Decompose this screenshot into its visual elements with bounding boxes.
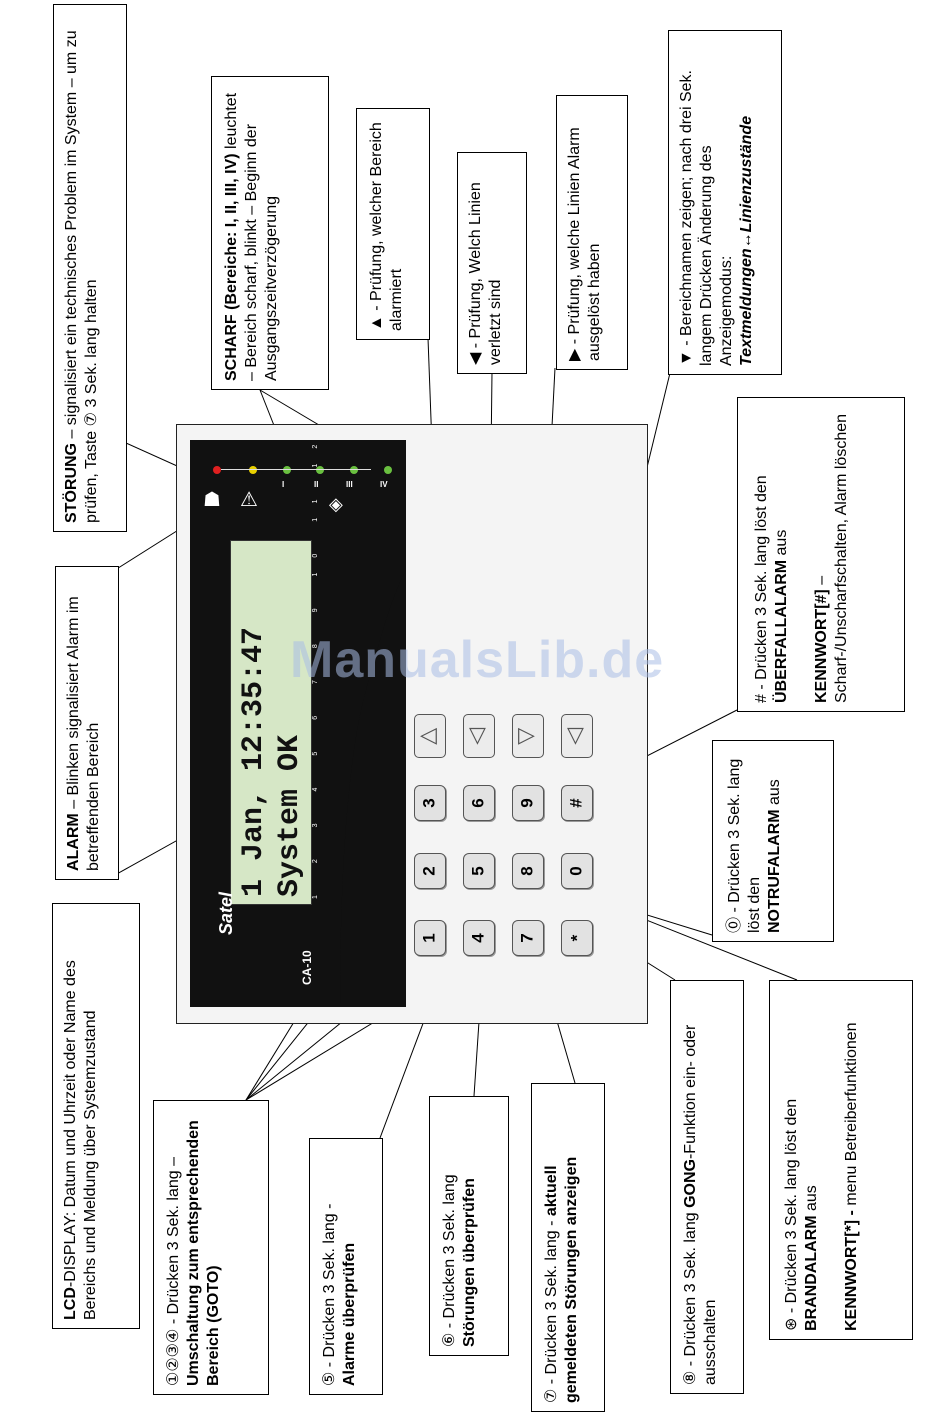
- trouble-led-yellow: [249, 466, 257, 474]
- callout-hash: # - Drücken 3 Sek. lang löst den ÜBERFAL…: [737, 397, 905, 712]
- callout-six: ⑥ - Drücken 3 Sek. lang Störungen überpr…: [429, 1096, 509, 1356]
- six-text: ⑥ - Drücken 3 Sek. lang: [441, 1174, 458, 1347]
- lcd-line-2: System OK: [273, 734, 307, 897]
- arrow-up-icon: ◁: [420, 722, 437, 747]
- key-5[interactable]: 5: [463, 853, 495, 889]
- partition-label-4: IV: [380, 480, 388, 489]
- key-6[interactable]: 6: [463, 785, 495, 821]
- partition-led-2: [316, 466, 324, 474]
- key-2[interactable]: 2: [414, 853, 446, 889]
- hash-alarm: ÜBERFALLALARM: [773, 559, 790, 703]
- callout-goto: ①②③④ - Drücken 3 Sek. lang – Umschaltung…: [153, 1100, 269, 1395]
- hash-text: # - Drücken 3 Sek. lang löst den: [753, 475, 770, 703]
- key-4[interactable]: 4: [463, 920, 495, 956]
- callout-five: ⑤ - Drücken 3 Sek. lang - Alarme überprü…: [309, 1138, 383, 1395]
- callout-key-down: ▼ - Bereichnamen zeigen; nach drei Sek. …: [668, 30, 782, 375]
- hash-password: KENNWORT[#]: [813, 589, 830, 703]
- eight-title: GONG: [682, 1159, 699, 1208]
- trouble-icon: ⚠: [240, 489, 258, 511]
- callout-lcd: LCD-DISPLAY: Datum und Uhrzeit oder Name…: [52, 903, 140, 1329]
- five-title: Alarme überprüfen: [341, 1242, 358, 1386]
- callout-zero: ⓪ - Drücken 3 Sek. lang löst den NOTRUFA…: [712, 740, 834, 942]
- seven-text: ⑦ - Drücken 3 Sek. lang -: [543, 1216, 560, 1403]
- alarm-title: ALARM: [65, 813, 82, 871]
- key-7[interactable]: 7: [512, 920, 544, 956]
- key-star[interactable]: *: [561, 920, 593, 956]
- watermark: ManualsLib.de: [290, 631, 665, 689]
- key-up-text: ▲ - Prüfung, welcher Bereich alarmiert: [368, 122, 405, 331]
- partition-led-3: [350, 466, 358, 474]
- key-down[interactable]: [561, 714, 593, 758]
- callout-alarm: ALARM – Blinken signalisiert Alarm im be…: [55, 566, 119, 880]
- partition-label-2: II: [314, 480, 319, 489]
- key-down-text: ▼ - Bereichnamen zeigen; nach drei Sek. …: [678, 70, 735, 366]
- zero-text: ⓪ - Drücken 3 Sek. lang löst den: [726, 758, 763, 933]
- alarm-led-red: [213, 466, 221, 474]
- arrow-left-icon: ▽: [469, 722, 486, 747]
- callout-stoerung: STÖRUNG – signalisiert ein technisches P…: [53, 4, 127, 532]
- partition-label-1: I: [282, 480, 285, 489]
- key-0[interactable]: 0: [561, 853, 593, 889]
- key-9[interactable]: 9: [512, 785, 544, 821]
- goto-text: ①②③④ - Drücken 3 Sek. lang –: [165, 1156, 182, 1386]
- key-left[interactable]: [463, 714, 495, 758]
- zero-alarm: NOTRUFALARM: [766, 809, 783, 933]
- star-password: KENNWORT[*] -: [843, 1210, 860, 1331]
- led-line: [221, 469, 371, 470]
- lcd-line-1: 1 Jan, 12:35:47: [237, 626, 271, 897]
- callout-scharf: SCHARF (Bereiche: I, II, III, IV) leucht…: [211, 76, 329, 390]
- callout-key-right: ▶ - Prüfung, welche Linien Alarm ausgelö…: [556, 95, 628, 370]
- goto-title: Umschaltung zum entsprechenden Bereich (…: [185, 1120, 222, 1386]
- arrow-down-icon: ▽: [567, 722, 584, 747]
- stoerung-title: STÖRUNG: [63, 443, 80, 523]
- key-right-text: ▶ - Prüfung, welche Linien Alarm ausgelö…: [566, 127, 603, 361]
- arrow-right-icon: ▷: [518, 722, 535, 747]
- panel-curve: [340, 440, 406, 1007]
- star-password-text: menu Betreiberfunktionen: [843, 1022, 860, 1211]
- armed-eye-icon: ◈: [329, 494, 343, 514]
- partition-led-4: [384, 466, 392, 474]
- lcd-title: LCD: [62, 1287, 79, 1320]
- key-up[interactable]: [414, 714, 446, 758]
- key-3[interactable]: 3: [414, 785, 446, 821]
- lcd-text: -DISPLAY: Datum und Uhrzeit oder Name de…: [62, 960, 99, 1320]
- model-label: CA-10: [300, 950, 314, 985]
- star-alarm: BRANDALARM: [803, 1215, 820, 1331]
- callout-star: ⊛ - Drücken 3 Sek. lang löst den BRANDAL…: [769, 980, 913, 1340]
- key-right[interactable]: [512, 714, 544, 758]
- callout-seven: ⑦ - Drücken 3 Sek. lang - aktuell gemeld…: [531, 1083, 605, 1412]
- alarm-icon: ☗: [203, 489, 221, 511]
- key-left-text: ◀ - Prüfung, Welch Linien verletzt sind: [467, 182, 504, 365]
- brand-logo: Satel: [216, 891, 236, 935]
- callout-key-up: ▲ - Prüfung, welcher Bereich alarmiert: [356, 108, 430, 340]
- five-text: ⑤ - Drücken 3 Sek. lang -: [321, 1203, 338, 1386]
- key-8[interactable]: 8: [512, 853, 544, 889]
- scharf-title: SCHARF (Bereiche: I, II, III, IV): [223, 153, 240, 381]
- callout-eight: ⑧ - Drücken 3 Sek. lang GONG-Funktion ei…: [670, 980, 744, 1394]
- star-text: ⊛ - Drücken 3 Sek. lang löst den: [783, 1098, 800, 1331]
- lcd-display: 1 Jan, 12:35:47 System OK: [230, 540, 312, 905]
- key-down-mode: Textmeldungen↔Linienzustände: [738, 115, 755, 366]
- eight-text: ⑧ - Drücken 3 Sek. lang: [682, 1207, 699, 1385]
- partition-label-3: III: [346, 480, 353, 489]
- partition-led-1: [283, 466, 291, 474]
- six-title: Störungen überprüfen: [461, 1178, 478, 1347]
- callout-key-left: ◀ - Prüfung, Welch Linien verletzt sind: [457, 152, 527, 374]
- zone-scale: 1 2 3 4 5 6 7 8 9 10 11 12 13 14 15 16: [312, 211, 324, 903]
- key-1[interactable]: 1: [414, 920, 446, 956]
- key-hash[interactable]: #: [561, 785, 593, 821]
